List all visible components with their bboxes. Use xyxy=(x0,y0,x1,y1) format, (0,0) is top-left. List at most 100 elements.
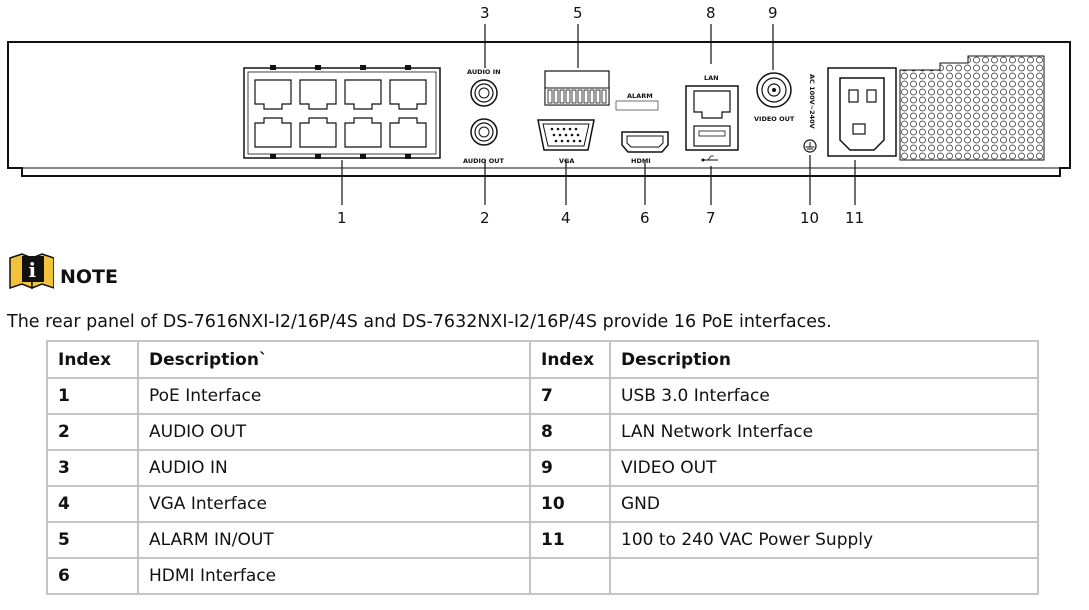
vga-pin xyxy=(552,133,556,137)
callout-5: 5 xyxy=(573,4,583,22)
callout-7: 7 xyxy=(706,209,716,227)
rj45-port xyxy=(254,79,292,110)
header-description-left: Description` xyxy=(137,340,531,379)
cell-index-right: 9 xyxy=(529,449,611,487)
cell-description-right: VIDEO OUT xyxy=(609,449,1039,487)
hdmi-port xyxy=(621,131,669,153)
port-led xyxy=(315,154,321,159)
rj45-port xyxy=(389,117,427,148)
callout-lines xyxy=(341,24,856,205)
vga-pin xyxy=(568,127,572,131)
alarm-pin-legend xyxy=(615,100,659,111)
vga-pin xyxy=(578,139,582,143)
vga-port xyxy=(537,119,595,151)
vga-pin xyxy=(570,133,574,137)
cell-description-right: 100 to 240 VAC Power Supply xyxy=(609,521,1039,559)
cell-index-right: 10 xyxy=(529,485,611,523)
hdmi-label: HDMI xyxy=(631,157,651,165)
rear-panel-diagram: AUDIO IN AUDIO OUT ALARM VGA HDMI LAN xyxy=(7,4,1071,227)
callout-2: 2 xyxy=(480,209,490,227)
rj45-port xyxy=(299,79,337,110)
callout-6: 6 xyxy=(640,209,650,227)
port-led xyxy=(270,65,276,70)
cell-index-left: 3 xyxy=(46,449,139,487)
cell-index-left: 4 xyxy=(46,485,139,523)
port-led xyxy=(270,154,276,159)
header-description-right: Description xyxy=(609,340,1039,379)
audio-in-label: AUDIO IN xyxy=(467,68,501,76)
port-led xyxy=(315,65,321,70)
lan-label: LAN xyxy=(704,74,719,82)
alarm-pin xyxy=(583,89,589,104)
vga-pin xyxy=(560,139,564,143)
cell-description-right xyxy=(609,557,1039,595)
cell-description-left: AUDIO IN xyxy=(137,449,531,487)
alarm-pin xyxy=(571,89,577,104)
alarm-pin xyxy=(565,89,571,104)
cell-index-left: 6 xyxy=(46,557,139,595)
rj45-port xyxy=(389,79,427,110)
cell-index-left: 1 xyxy=(46,377,139,415)
note-icon: i xyxy=(9,253,54,290)
cell-index-right: 8 xyxy=(529,413,611,451)
cell-description-left: HDMI Interface xyxy=(137,557,531,595)
cell-description-right: LAN Network Interface xyxy=(609,413,1039,451)
poe-port-block xyxy=(243,65,441,159)
gnd-terminal xyxy=(803,139,817,153)
callout-4: 4 xyxy=(561,209,571,227)
vga-pin xyxy=(572,139,576,143)
rj45-port xyxy=(344,79,382,110)
rj45-port xyxy=(254,117,292,148)
cell-index-left: 2 xyxy=(46,413,139,451)
audio-out-label: AUDIO OUT xyxy=(463,157,505,165)
alarm-pin xyxy=(595,89,601,104)
cell-description-left: AUDIO OUT xyxy=(137,413,531,451)
ventilation-grille xyxy=(899,55,1045,161)
cell-description-left: VGA Interface xyxy=(137,485,531,523)
note-label: NOTE xyxy=(60,266,118,288)
table-header-row: Index Description` Index Description xyxy=(46,340,1039,379)
ac-input-label: AC 100V~240V xyxy=(808,74,816,129)
vga-pin xyxy=(562,127,566,131)
vga-pin xyxy=(554,139,558,143)
cell-index-left: 5 xyxy=(46,521,139,559)
rj45-port xyxy=(299,117,337,148)
vga-pin xyxy=(550,127,554,131)
vga-pin xyxy=(564,133,568,137)
callout-1: 1 xyxy=(337,209,347,227)
alarm-pin xyxy=(553,89,559,104)
callout-8: 8 xyxy=(706,4,716,22)
vga-pin xyxy=(556,127,560,131)
port-led xyxy=(360,154,366,159)
usb-icon xyxy=(701,155,718,162)
header-index-left: Index xyxy=(46,340,139,379)
power-inlet xyxy=(827,67,897,157)
alarm-terminal-block xyxy=(544,70,610,106)
cell-description-right: USB 3.0 Interface xyxy=(609,377,1039,415)
callout-11: 11 xyxy=(845,209,864,227)
svg-text:i: i xyxy=(29,258,37,282)
port-led xyxy=(360,65,366,70)
cell-index-right: 11 xyxy=(529,521,611,559)
cell-index-right: 7 xyxy=(529,377,611,415)
audio-in-port xyxy=(470,79,498,107)
alarm-pin xyxy=(601,89,607,104)
video-out-bnc xyxy=(756,72,792,108)
poe-rj45-ports xyxy=(254,65,427,159)
callout-3: 3 xyxy=(480,4,490,22)
alarm-pin xyxy=(559,89,565,104)
cell-description-left: PoE Interface xyxy=(137,377,531,415)
audio-out-port xyxy=(470,118,498,146)
vga-pin xyxy=(576,133,580,137)
callout-10: 10 xyxy=(800,209,819,227)
note-text: The rear panel of DS-7616NXI-I2/16P/4S a… xyxy=(7,312,832,332)
alarm-pin xyxy=(589,89,595,104)
vga-label: VGA xyxy=(559,157,574,165)
alarm-pin xyxy=(547,89,553,104)
